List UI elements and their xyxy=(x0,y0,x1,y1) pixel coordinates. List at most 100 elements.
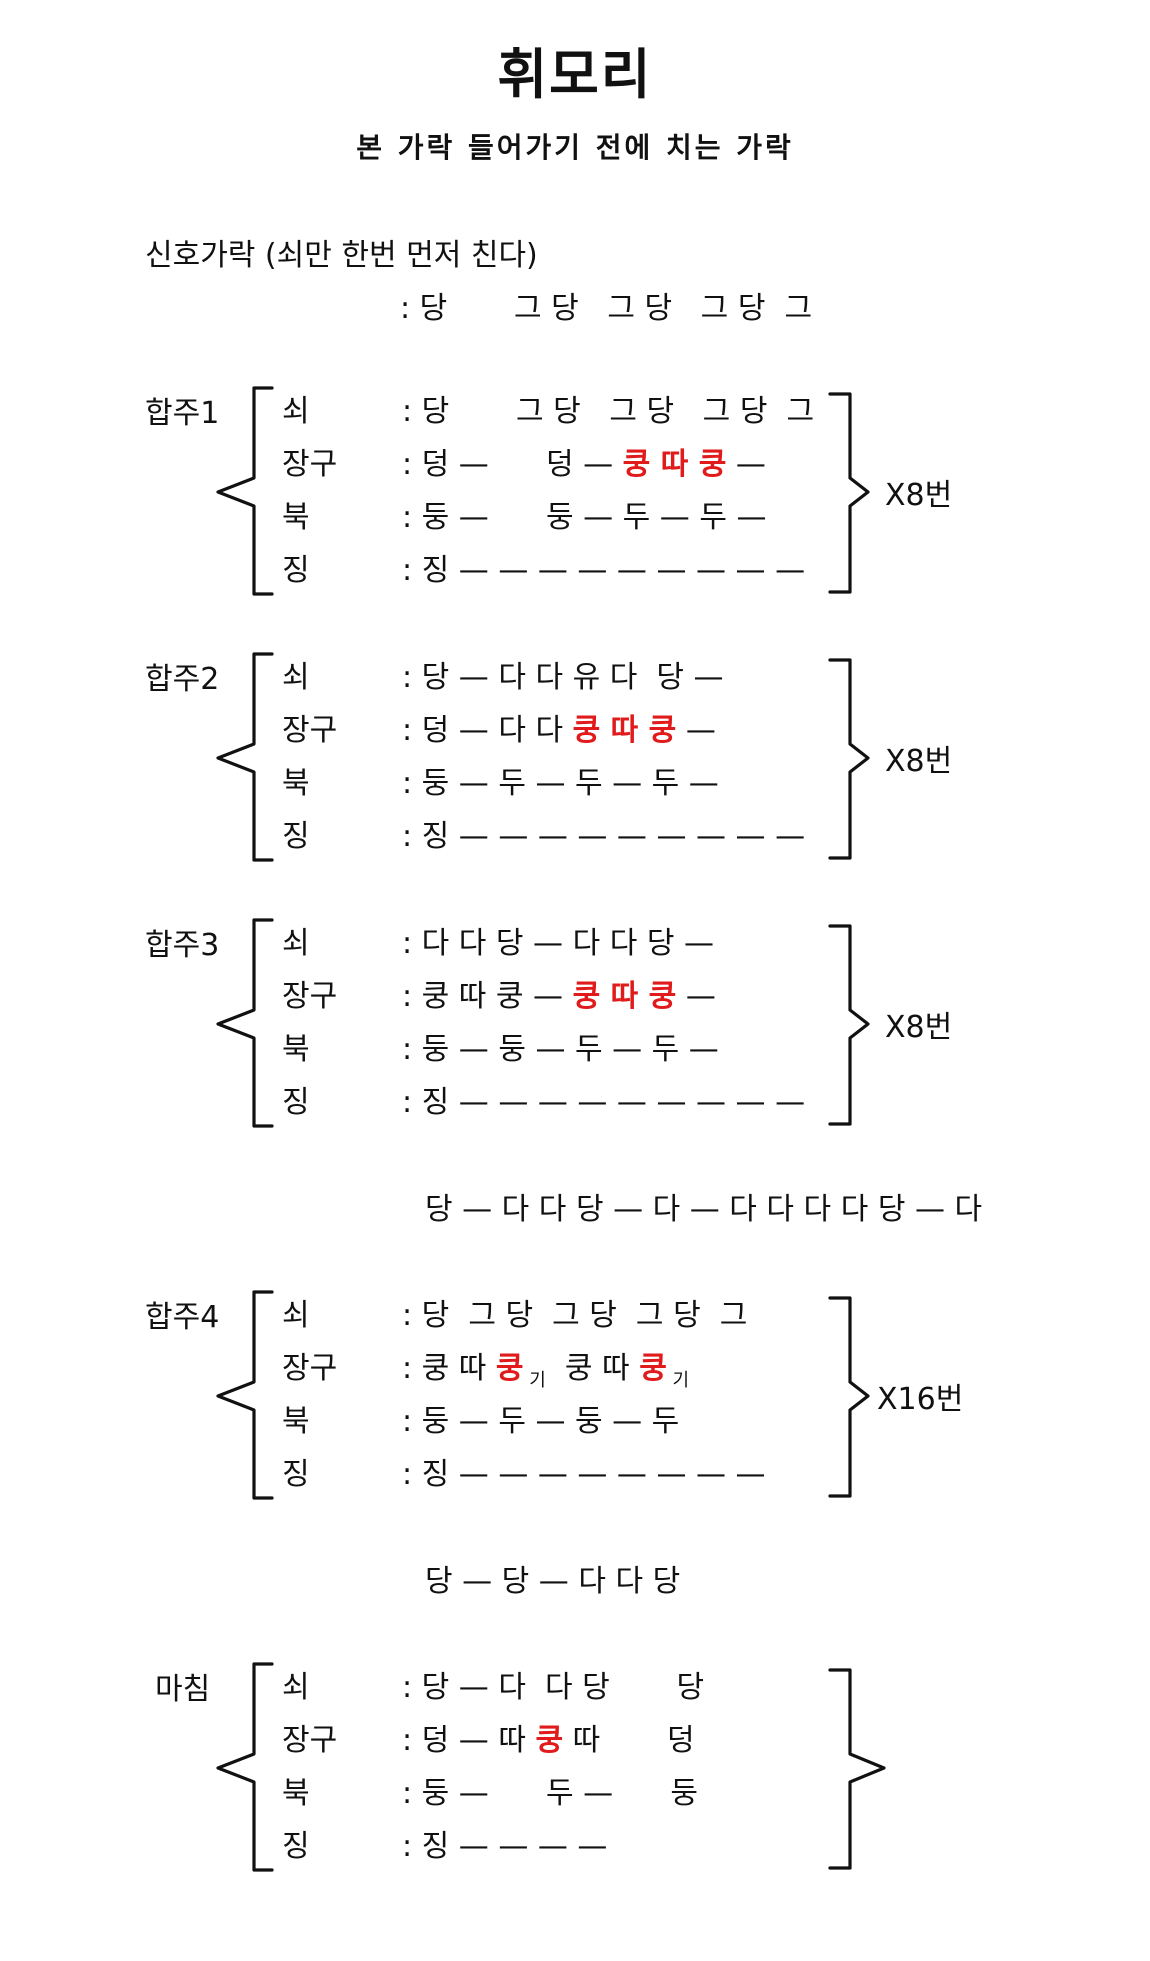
beat-run: : 둥 — 둥 — 두 — 두 — xyxy=(402,500,767,535)
beat-run: : 쿵 따 xyxy=(402,1351,496,1386)
beat-run: 쿵 따 xyxy=(545,1351,640,1386)
beat-run: : 둥 — 두 — 둥 xyxy=(402,1776,698,1811)
accent-beat: 쿵 따 쿵 xyxy=(572,713,677,748)
rhythm-cells: : 당 그 당 그 당 그 당 그 xyxy=(402,1290,747,1334)
instrument-row-janggu: 장구 : 쿵 따 쿵 기 쿵 따 쿵 기 xyxy=(282,1343,689,1395)
repeat-count: X8번 xyxy=(885,744,953,779)
instrument-label: 쇠 xyxy=(282,394,310,429)
instrument-row-soe: 쇠 : 당 — 다 다 유 다 당 — xyxy=(282,652,724,704)
beat-run: — xyxy=(676,713,716,748)
instrument-row-buk: 북 : 둥 — 두 — 둥 xyxy=(282,1768,698,1820)
section-label: 마침 xyxy=(155,1672,211,1707)
rhythm-cells: : 징 — — — — — — — — xyxy=(402,1449,766,1493)
instrument-label: 징 xyxy=(282,553,310,588)
right-brace-icon xyxy=(828,658,870,860)
instrument-label: 북 xyxy=(282,500,310,535)
rhythm-cells: : 징 — — — — xyxy=(402,1821,607,1865)
beat-run: : 쿵 따 쿵 — xyxy=(402,979,573,1014)
instrument-label: 장구 xyxy=(282,1723,338,1758)
instrument-row-soe: 쇠 : 당 그 당 그 당 그 당 그 xyxy=(282,1290,747,1342)
instrument-label: 징 xyxy=(282,1829,310,1864)
beat-run: : 덩 — 덩 — xyxy=(402,447,623,482)
instrument-label: 쇠 xyxy=(282,926,310,961)
rhythm-cells: : 다 다 당 — 다 다 당 — xyxy=(402,918,714,962)
bridge-rhythm-line: 당 — 당 — 다 다 당 xyxy=(425,1564,681,1599)
rhythm-cells: : 둥 — 두 — 두 — 두 — xyxy=(402,758,719,802)
instrument-row-soe: 쇠 : 당 그 당 그 당 그 당 그 xyxy=(282,386,814,438)
accent-beat: 쿵 xyxy=(639,1351,667,1386)
repeat-count: X16번 xyxy=(877,1382,964,1417)
rhythm-cells: : 둥 — 둥 — 두 — 두 — xyxy=(402,492,766,536)
section-machim: 마침 쇠 : 당 — 다 다 당 당 장구 : 덩 — 따 쿵 따 덩 북 : … xyxy=(0,1662,1150,1872)
section-hapju3: 합주3 쇠 : 다 다 당 — 다 다 당 — 장구 : 쿵 따 쿵 — 쿵 따… xyxy=(0,918,1150,1128)
rhythm-cells: : 둥 — 두 — 둥 xyxy=(402,1768,698,1812)
beat-run: : 둥 — 둥 — 두 — 두 — xyxy=(402,1032,719,1067)
beat-run: : 징 — — — — — — — — — xyxy=(402,553,806,588)
instrument-row-jing: 징 : 징 — — — — — — — — — xyxy=(282,1077,805,1129)
accent-beat: 쿵 xyxy=(495,1351,524,1386)
rhythm-cells: : 징 — — — — — — — — — xyxy=(402,545,805,589)
instrument-label: 장구 xyxy=(282,1351,338,1386)
left-brace-icon xyxy=(216,1662,274,1872)
instrument-row-janggu: 장구 : 덩 — 덩 — 쿵 따 쿵 — xyxy=(282,439,766,491)
instrument-label: 장구 xyxy=(282,447,338,482)
beat-run: : 덩 — 따 xyxy=(402,1723,536,1758)
beat-run: : 당 그 당 그 당 그 당 그 xyxy=(402,1298,748,1333)
instrument-label: 쇠 xyxy=(282,1670,310,1705)
beat-run: : 당 — 다 다 당 당 xyxy=(402,1670,705,1705)
rhythm-cells: : 쿵 따 쿵 기 쿵 따 쿵 기 xyxy=(402,1343,689,1391)
section-hapju1: 합주1 쇠 : 당 그 당 그 당 그 당 그 장구 : 덩 — 덩 — 쿵 따… xyxy=(0,386,1150,596)
beat-run: : 당 그 당 그 당 그 당 그 xyxy=(402,394,815,429)
right-brace-icon xyxy=(828,1668,886,1870)
section-label: 합주1 xyxy=(145,396,220,431)
rhythm-cells: : 덩 — 다 다 쿵 따 쿵 — xyxy=(402,705,716,749)
instrument-row-buk: 북 : 둥 — 두 — 둥 — 두 xyxy=(282,1396,679,1448)
instrument-row-janggu: 장구 : 쿵 따 쿵 — 쿵 따 쿵 — xyxy=(282,971,716,1023)
instrument-row-jing: 징 : 징 — — — — — — — — — xyxy=(282,811,805,863)
instrument-row-jing: 징 : 징 — — — — — — — — — xyxy=(282,545,805,597)
grace-note: 기 xyxy=(523,1370,546,1391)
rhythm-cells: : 덩 — 따 쿵 따 덩 xyxy=(402,1715,695,1759)
section-label: 합주3 xyxy=(145,928,220,963)
rhythm-cells: : 당 — 다 다 당 당 xyxy=(402,1662,704,1706)
beat-run: — xyxy=(676,979,716,1014)
rhythm-cells: : 둥 — 둥 — 두 — 두 — xyxy=(402,1024,719,1068)
instrument-row-janggu: 장구 : 덩 — 다 다 쿵 따 쿵 — xyxy=(282,705,716,757)
instrument-row-janggu: 장구 : 덩 — 따 쿵 따 덩 xyxy=(282,1715,695,1767)
section-label: 합주2 xyxy=(145,662,220,697)
beat-run: 따 덩 xyxy=(563,1723,695,1758)
beat-run: : 당 — 다 다 유 다 당 — xyxy=(402,660,724,695)
right-brace-icon xyxy=(828,924,870,1126)
beat-run: : 둥 — 두 — 두 — 두 — xyxy=(402,766,719,801)
accent-beat: 쿵 xyxy=(535,1723,564,1758)
accent-beat: 쿵 따 쿵 xyxy=(622,447,727,482)
signal-label: 신호가락 (쇠만 한번 먼저 친다) xyxy=(145,238,538,273)
left-brace-icon xyxy=(216,652,274,862)
repeat-count: X8번 xyxy=(885,1010,953,1045)
instrument-row-buk: 북 : 둥 — 둥 — 두 — 두 — xyxy=(282,492,766,544)
beat-run: : 징 — — — — — — — — — xyxy=(402,1085,806,1120)
left-brace-icon xyxy=(216,918,274,1128)
beat-run: : 덩 — 다 다 xyxy=(402,713,573,748)
instrument-row-buk: 북 : 둥 — 둥 — 두 — 두 — xyxy=(282,1024,719,1076)
section-hapju2: 합주2 쇠 : 당 — 다 다 유 다 당 — 장구 : 덩 — 다 다 쿵 따… xyxy=(0,652,1150,862)
beat-run: — xyxy=(726,447,766,482)
instrument-row-jing: 징 : 징 — — — — xyxy=(282,1821,607,1873)
instrument-label: 징 xyxy=(282,819,310,854)
beat-run: : 징 — — — — — — — — xyxy=(402,1457,766,1492)
right-brace-icon xyxy=(828,1296,870,1498)
rhythm-cells: : 쿵 따 쿵 — 쿵 따 쿵 — xyxy=(402,971,716,1015)
rhythm-cells: : 징 — — — — — — — — — xyxy=(402,811,805,855)
instrument-label: 장구 xyxy=(282,713,338,748)
section-hapju4: 합주4 쇠 : 당 그 당 그 당 그 당 그 장구 : 쿵 따 쿵 기 쿵 따… xyxy=(0,1290,1150,1500)
accent-beat: 쿵 따 쿵 xyxy=(572,979,677,1014)
signal-rhythm-line: : 당 그 당 그 당 그 당 그 xyxy=(400,291,813,326)
instrument-label: 징 xyxy=(282,1085,310,1120)
beat-run: : 징 — — — — xyxy=(402,1829,608,1864)
instrument-row-jing: 징 : 징 — — — — — — — — xyxy=(282,1449,766,1501)
instrument-label: 북 xyxy=(282,1776,310,1811)
instrument-label: 북 xyxy=(282,1404,310,1439)
rhythm-cells: : 징 — — — — — — — — — xyxy=(402,1077,805,1121)
left-brace-icon xyxy=(216,386,274,596)
repeat-count: X8번 xyxy=(885,478,953,513)
